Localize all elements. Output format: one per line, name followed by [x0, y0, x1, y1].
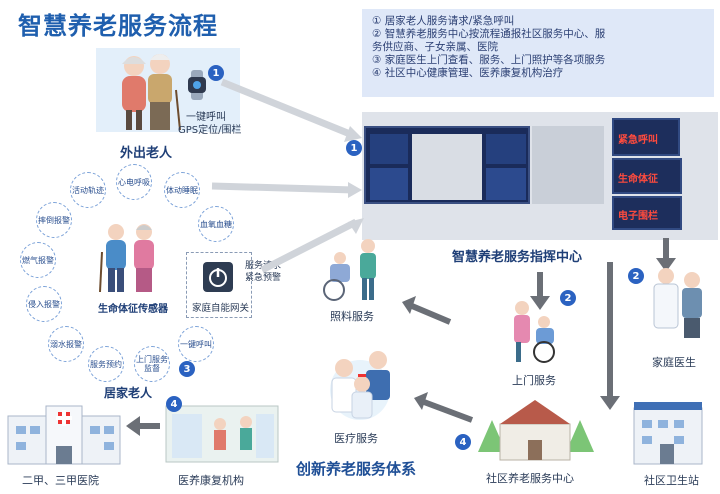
community-center-icon: [478, 400, 594, 461]
step-line: ② 智慧养老服务中心按流程通报社区服务中心、服: [372, 28, 606, 40]
rehab-institution-icon: [165, 405, 279, 463]
bubble-intrusion-alarm: 侵入报警: [26, 286, 62, 322]
step-badge: 4: [166, 396, 182, 412]
gateway-label: 家庭自能网关: [192, 303, 250, 314]
bubble-blood-oxygen: 血氧血糖: [198, 206, 234, 242]
health-station-icon: [633, 402, 703, 465]
home-elderly-couple-icon: [99, 224, 154, 293]
sensor-label: 生命体征传感器: [98, 304, 168, 315]
smartwatch-icon: [188, 70, 206, 100]
side-panel: [532, 126, 604, 204]
step-line: ① 居家老人服务请求/紧急呼叫: [372, 15, 515, 27]
bubble-body-sleep: 体动睡眠: [164, 172, 200, 208]
step-line: ④ 社区中心健康管理、医养康复机构治疗: [372, 67, 564, 79]
screen-label: 生命体征: [618, 174, 658, 185]
command-center-label: 智慧养老服务指挥中心: [452, 250, 583, 265]
bubble-drowning-alarm: 溺水报警: [48, 326, 84, 362]
community-center-label: 社区养老服务中心: [486, 472, 574, 485]
bubble-ecg-respiration: 心电呼吸: [116, 164, 152, 200]
step-badge: 1: [208, 65, 224, 81]
care-service-label: 照料服务: [330, 310, 374, 323]
outdoor-caption-line2: GPS定位/围栏: [178, 125, 242, 136]
step-badge: 1: [346, 140, 362, 156]
family-doctor-label: 家庭医生: [652, 356, 696, 369]
care-service-icon: [323, 239, 376, 301]
step-badge: 2: [628, 268, 644, 284]
monitor-emergency: 紧急呼叫: [612, 118, 680, 156]
outdoor-caption-line1: 一键呼叫: [186, 112, 226, 123]
page-title: 智慧养老服务流程: [18, 12, 218, 40]
bubble-service-booking: 服务预约: [88, 346, 124, 382]
home-service-label: 上门服务: [512, 374, 556, 387]
step-line: 务供应商、子女亲属、医院: [372, 41, 498, 53]
screen-label: 紧急呼叫: [618, 135, 658, 146]
step-badge: 4: [455, 434, 471, 450]
bubble-activity-track: 活动轨迹: [70, 172, 106, 208]
family-doctor-icon: [653, 268, 702, 338]
monitor-vitals: 生命体征: [612, 158, 682, 194]
monitor-geofence: 电子围栏: [612, 196, 682, 230]
system-title: 创新养老服务体系: [296, 460, 417, 478]
step-badge: 3: [179, 361, 195, 377]
bubble-one-key-call: 一键呼叫: [178, 326, 214, 362]
home-elderly-label: 居家老人: [104, 386, 153, 400]
health-station-label: 社区卫生站: [644, 474, 699, 487]
step-badge: 2: [560, 290, 576, 306]
screen-label: 电子围栏: [618, 211, 658, 222]
bubble-gas-alarm: 燃气报警: [20, 242, 56, 278]
medical-service-icon: [330, 351, 390, 420]
step-line: ③ 家庭医生上门查看、服务、上门照护等各项服务: [372, 54, 606, 66]
outdoor-elderly-label: 外出老人: [120, 146, 173, 161]
steps-panel: ① 居家老人服务请求/紧急呼叫 ② 智慧养老服务中心按流程通报社区服务中心、服 …: [362, 9, 714, 97]
gateway-box: [186, 252, 252, 318]
dashboard-screen: [364, 126, 530, 204]
rehab-institution-label: 医养康复机构: [178, 474, 244, 487]
hospital-icon: [7, 405, 121, 465]
medical-service-label: 医疗服务: [334, 432, 378, 445]
elderly-couple-icon: [122, 54, 181, 131]
gateway-note-line2: 紧急预警: [245, 273, 282, 283]
bubble-home-service-supervision: 上门服务监督: [134, 346, 170, 382]
power-icon: [203, 262, 233, 292]
hospital-label: 二甲、三甲医院: [22, 474, 99, 487]
home-service-icon: [514, 301, 555, 363]
bubble-fall-alarm: 摔倒报警: [36, 202, 72, 238]
